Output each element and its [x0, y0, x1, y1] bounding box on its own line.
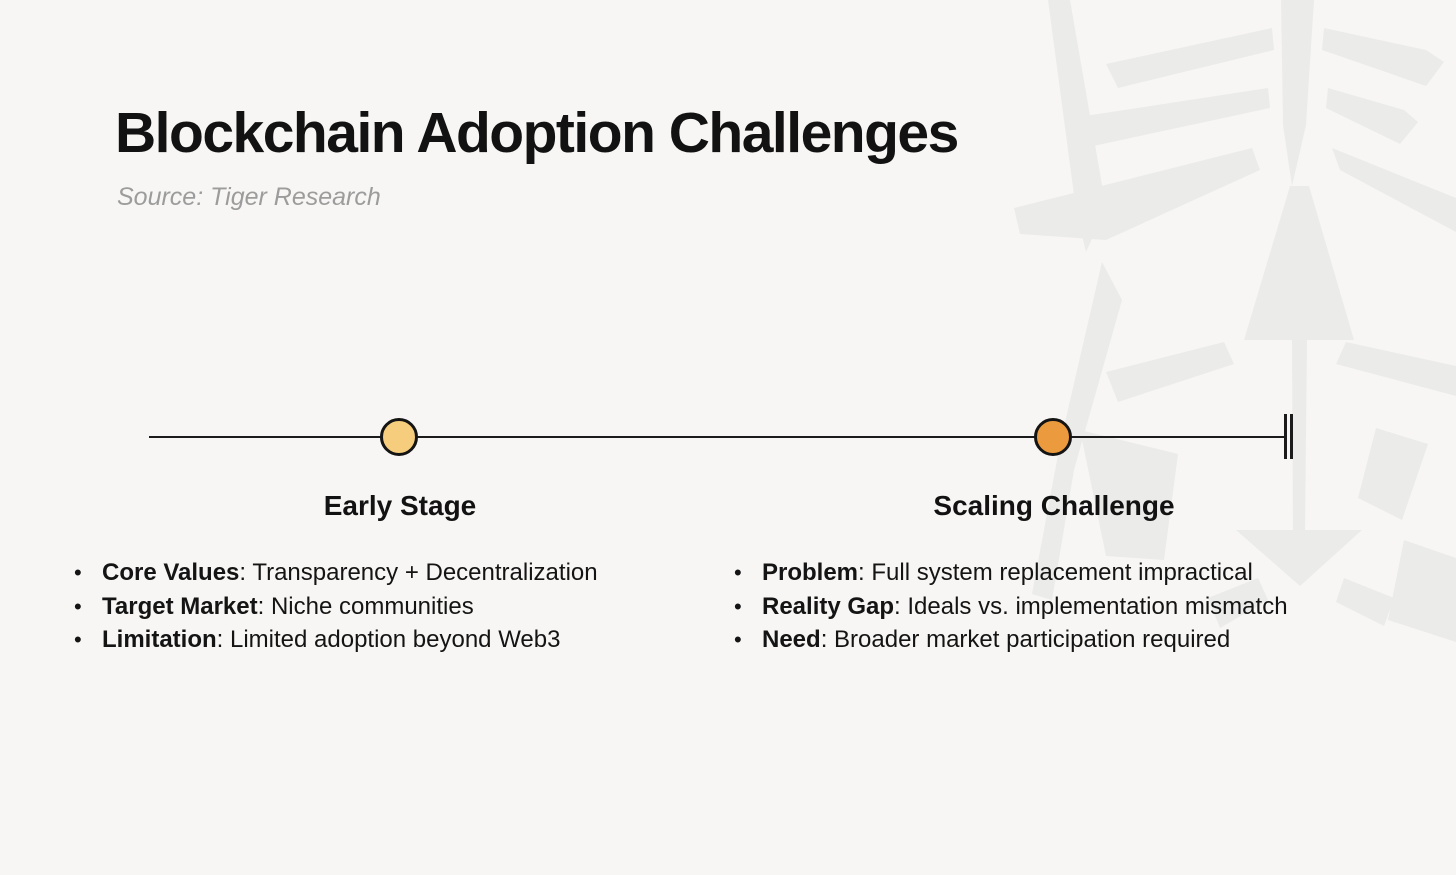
item-term: Need — [762, 626, 821, 653]
item-description: Broader market participation required — [834, 626, 1231, 653]
bullet-icon: • — [734, 627, 742, 652]
item-description: Limited adoption beyond Web3 — [230, 626, 561, 653]
scaling-challenge-bullet-list: • Problem: Full system replacement impra… — [734, 556, 1288, 657]
bullet-icon: • — [734, 593, 742, 619]
end-bar — [1284, 414, 1287, 459]
item-description: Full system replacement impractical — [871, 559, 1253, 586]
stage-label-early: Early Stage — [323, 490, 477, 521]
bullet-text: Problem: Full system replacement impract… — [762, 556, 1253, 590]
page-title: Blockchain Adoption Challenges — [115, 101, 959, 165]
timeline-end-marker — [1284, 414, 1293, 459]
item-description: Niche communities — [270, 592, 474, 620]
bullet-icon: • — [734, 560, 742, 585]
bullet-icon: • — [74, 593, 82, 619]
bullet-item: • Problem: Full system replacement impra… — [734, 556, 1288, 590]
timeline-marker-scaling-challenge — [1034, 418, 1072, 456]
item-term: Limitation — [102, 626, 217, 653]
item-separator: : — [858, 559, 872, 586]
bullet-text: Reality Gap: Ideals vs. implementation m… — [762, 590, 1288, 624]
bullet-item: • Core Values: Transparency + Decentrali… — [74, 556, 598, 590]
source-caption: Source: Tiger Research — [117, 183, 381, 211]
item-separator: : — [239, 559, 253, 586]
bullet-text: Target Market: Niche communities — [102, 590, 474, 624]
stage-label-scaling: Scaling Challenge — [933, 490, 1175, 521]
item-term: Reality Gap — [762, 592, 895, 620]
item-description: Ideals vs. implementation mismatch — [907, 592, 1288, 620]
bullet-text: Limitation: Limited adoption beyond Web3 — [102, 623, 560, 657]
item-separator: : — [820, 626, 835, 653]
timeline-line — [149, 436, 1286, 438]
item-term: Problem — [762, 559, 859, 586]
bullet-icon: • — [74, 560, 82, 585]
bullet-icon: • — [74, 627, 82, 652]
end-bar — [1290, 414, 1293, 459]
item-separator: : — [257, 592, 271, 620]
bullet-text: Need: Broader market participation requi… — [762, 623, 1230, 657]
early-stage-bullet-list: • Core Values: Transparency + Decentrali… — [74, 556, 598, 657]
item-separator: : — [216, 626, 230, 653]
bullet-text: Core Values: Transparency + Decentraliza… — [102, 556, 598, 590]
item-description: Transparency + Decentralization — [252, 559, 598, 586]
bullet-item: • Target Market: Niche communities — [74, 590, 598, 624]
item-term: Target Market — [102, 592, 258, 620]
bullet-item: • Need: Broader market participation req… — [734, 623, 1288, 657]
bullet-item: • Limitation: Limited adoption beyond We… — [74, 623, 598, 657]
item-separator: : — [894, 592, 908, 620]
bullet-item: • Reality Gap: Ideals vs. implementation… — [734, 590, 1288, 624]
timeline-marker-early-stage — [380, 418, 418, 456]
item-term: Core Values — [102, 559, 240, 586]
